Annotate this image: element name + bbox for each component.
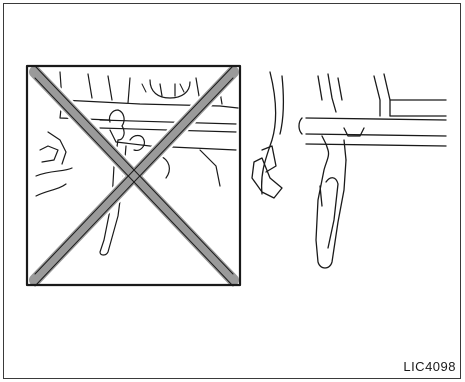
- incorrect-panel: [27, 66, 240, 286]
- prohibition-cross-icon: [35, 66, 233, 286]
- correct-panel-drawing: [252, 72, 446, 268]
- figure-code: LIC4098: [403, 359, 456, 374]
- detail-marks: [142, 84, 184, 92]
